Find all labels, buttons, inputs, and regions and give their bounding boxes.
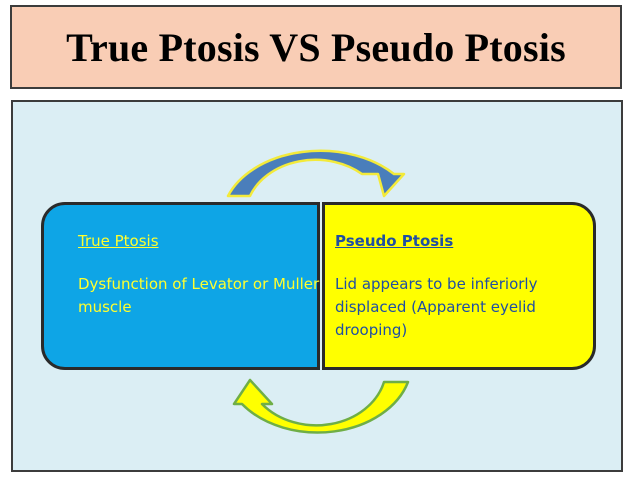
title-box: True Ptosis VS Pseudo Ptosis: [10, 5, 622, 89]
pseudo-ptosis-description: Lid appears to be inferiorly displaced (…: [335, 275, 538, 339]
true-ptosis-description: Dysfunction of Levator or Muller muscle: [78, 275, 320, 316]
true-ptosis-panel: True Ptosis Dysfunction of Levator or Mu…: [41, 202, 320, 370]
slide-title: True Ptosis VS Pseudo Ptosis: [66, 24, 566, 70]
true-ptosis-heading: True Ptosis: [78, 232, 159, 250]
pseudo-ptosis-panel: Pseudo Ptosis Lid appears to be inferior…: [322, 202, 596, 370]
pseudo-ptosis-heading: Pseudo Ptosis: [335, 232, 454, 250]
